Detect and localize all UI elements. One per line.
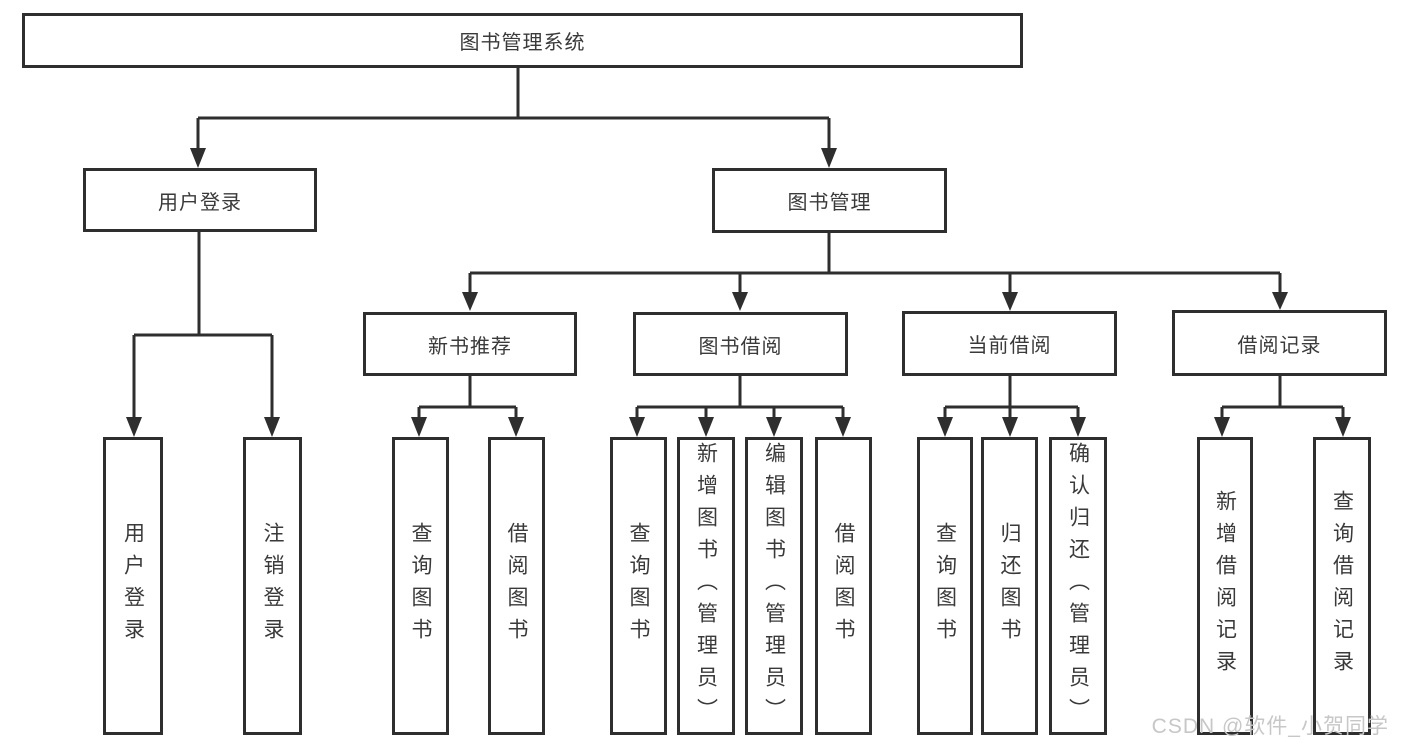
node-label: 归还图书 — [998, 522, 1021, 650]
node-label: 确认归还（管理员） — [1066, 442, 1090, 730]
node-leaf-query-books: 查询图书 — [917, 437, 973, 735]
node-label: 新增借阅记录 — [1213, 490, 1237, 682]
node-label: 用户登录 — [121, 522, 145, 650]
node-label: 用户登录 — [158, 191, 242, 214]
node-leaf-add-books-admin: 新增图书（管理员） — [677, 437, 735, 735]
csdn-watermark: CSDN @软件_小贺同学 — [1151, 715, 1389, 738]
node-label: 查询图书 — [933, 522, 957, 650]
node-label: 查询图书 — [627, 522, 650, 650]
node-leaf-query-books: 查询图书 — [392, 437, 449, 735]
node-leaf-add-borrow-record: 新增借阅记录 — [1197, 437, 1253, 735]
node-label: 新增图书（管理员） — [694, 442, 718, 730]
node-leaf-query-books: 查询图书 — [610, 437, 667, 735]
node-library-management-system: 图书管理系统 — [22, 13, 1023, 68]
node-label: 注销登录 — [261, 522, 284, 650]
node-leaf-return-books: 归还图书 — [981, 437, 1038, 735]
node-label: 借阅图书 — [505, 522, 528, 650]
node-label: 图书管理 — [787, 192, 872, 214]
node-user-login: 用户登录 — [83, 168, 317, 232]
node-label: 图书管理系统 — [459, 32, 586, 54]
node-leaf-borrow-books: 借阅图书 — [488, 437, 545, 735]
node-leaf-logout: 注销登录 — [243, 437, 302, 735]
node-leaf-borrow-books: 借阅图书 — [815, 437, 872, 735]
node-current-borrowing: 当前借阅 — [902, 311, 1117, 376]
node-book-management: 图书管理 — [712, 168, 947, 233]
node-label: 编辑图书（管理员） — [762, 442, 786, 730]
node-label: 查询借阅记录 — [1330, 490, 1354, 682]
node-borrowing-records: 借阅记录 — [1172, 310, 1387, 376]
node-leaf-query-borrow-record: 查询借阅记录 — [1313, 437, 1371, 735]
node-label: 图书借阅 — [698, 335, 783, 358]
node-label: 查询图书 — [409, 522, 432, 650]
node-leaf-confirm-return-admin: 确认归还（管理员） — [1049, 437, 1107, 735]
node-leaf-edit-books-admin: 编辑图书（管理员） — [745, 437, 803, 735]
node-book-borrowing: 图书借阅 — [633, 312, 848, 376]
node-label: 借阅图书 — [832, 522, 855, 650]
node-label: 当前借阅 — [967, 335, 1052, 357]
node-new-book-recommend: 新书推荐 — [363, 312, 577, 376]
node-label: 借阅记录 — [1237, 334, 1322, 357]
node-label: 新书推荐 — [428, 335, 512, 358]
node-leaf-user-login: 用户登录 — [103, 437, 163, 735]
